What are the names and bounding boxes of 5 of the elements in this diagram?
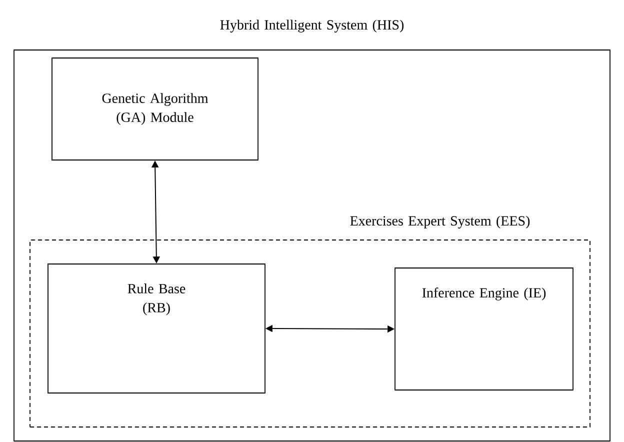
node-label: Hybrid Intelligent System (HIS) xyxy=(220,20,404,32)
module-box: Rule Base (RB) xyxy=(48,264,266,394)
node-label: Exercises Expert System (EES) xyxy=(350,216,530,228)
module-box: Genetic Algorithm (GA) Module xyxy=(52,58,258,160)
module-box: Inference Engine (IE) xyxy=(394,268,574,390)
